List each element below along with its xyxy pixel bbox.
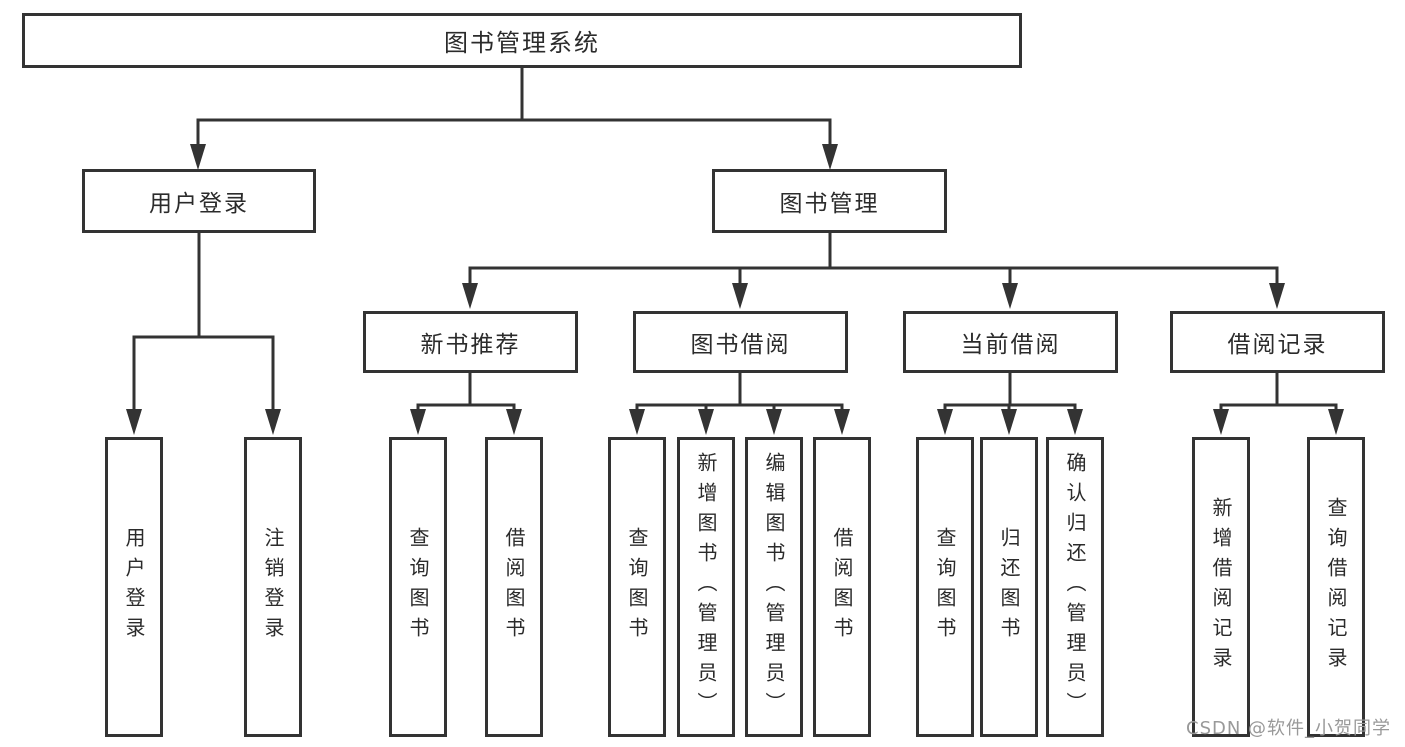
node-leaf-borrow-borrow-book: 借阅图书 [813,437,871,737]
node-leaf-logout: 注销登录 [244,437,302,737]
node-label: 图书管理系统 [444,29,600,57]
arrowhead [766,409,782,435]
node-label: 注销登录 [261,527,285,647]
node-book-management: 图书管理 [712,169,947,233]
arrowhead [126,409,142,435]
node-current-borrow: 当前借阅 [903,311,1118,373]
node-root: 图书管理系统 [22,13,1022,68]
connector-book-borrow-branch [635,373,844,411]
node-label: 借阅图书 [502,527,526,647]
node-label: 借阅记录 [1227,332,1328,358]
node-label: 归还图书 [997,527,1021,647]
node-leaf-current-confirm-return-admin: 确认归还（管理员） [1046,437,1104,737]
node-borrow-records: 借阅记录 [1170,311,1385,373]
arrowhead [834,409,850,435]
arrowhead [1067,409,1083,435]
node-label: 用户登录 [122,527,146,647]
connector-book-management-branch [468,232,1279,285]
arrowhead [1002,283,1018,309]
arrowhead [190,144,206,170]
node-label: 图书管理 [779,191,880,217]
node-label: 查询借阅记录 [1324,497,1348,677]
arrowhead [1001,409,1017,435]
arrowhead [732,283,748,309]
node-label: 编辑图书（管理员） [762,452,786,722]
arrowhead [1269,283,1285,309]
arrowhead [937,409,953,435]
watermark: CSDN @软件_小贺同学 [1186,718,1392,739]
node-label: 查询图书 [933,527,957,647]
node-leaf-user-login: 用户登录 [105,437,163,737]
node-label: 新增图书（管理员） [694,452,718,722]
connector-root-branch [196,68,832,146]
node-label: 新书推荐 [420,332,521,358]
node-label: 查询图书 [625,527,649,647]
node-leaf-records-add-record: 新增借阅记录 [1192,437,1250,737]
node-label: 图书借阅 [690,332,791,358]
arrowhead [629,409,645,435]
arrowhead [410,409,426,435]
node-leaf-borrow-edit-book-admin: 编辑图书（管理员） [745,437,803,737]
node-leaf-borrow-query-book: 查询图书 [608,437,666,737]
node-leaf-records-query-record: 查询借阅记录 [1307,437,1365,737]
node-book-borrow: 图书借阅 [633,311,848,373]
node-label: 新增借阅记录 [1209,497,1233,677]
node-label: 借阅图书 [830,527,854,647]
arrowhead [1328,409,1344,435]
node-leaf-newbook-borrow-book: 借阅图书 [485,437,543,737]
arrowhead [1213,409,1229,435]
node-label: 用户登录 [149,191,249,217]
node-new-book-recommend: 新书推荐 [363,311,578,373]
node-label: 当前借阅 [960,332,1061,358]
connector-current-borrow-branch [943,373,1077,411]
node-leaf-current-query-book: 查询图书 [916,437,974,737]
node-user-login: 用户登录 [82,169,316,233]
connector-new-book-branch [416,373,516,411]
node-leaf-borrow-add-book-admin: 新增图书（管理员） [677,437,735,737]
node-label: 确认归还（管理员） [1063,452,1087,722]
arrowhead [822,144,838,170]
node-label: 查询图书 [406,527,430,647]
node-leaf-current-return-book: 归还图书 [980,437,1038,737]
arrowhead [265,409,281,435]
arrowhead [698,409,714,435]
node-leaf-newbook-query-book: 查询图书 [389,437,447,737]
arrowhead [506,409,522,435]
connector-user-login-branch [132,232,275,411]
arrowhead [462,283,478,309]
connector-borrow-records-branch [1219,373,1338,411]
